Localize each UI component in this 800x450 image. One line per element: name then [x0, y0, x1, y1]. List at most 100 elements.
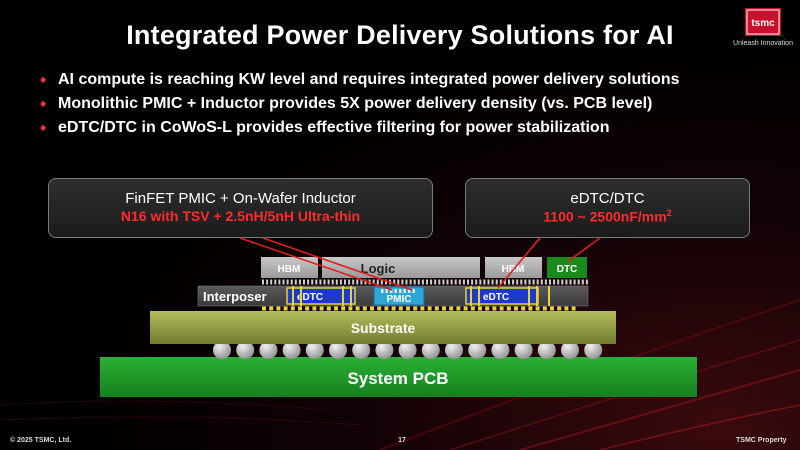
callout-pmic-title: FinFET PMIC + On-Wafer Inductor	[125, 190, 356, 207]
micro-bump	[327, 279, 330, 285]
bga-ball	[305, 341, 324, 359]
bga-ball	[352, 341, 371, 359]
c4-bump	[528, 306, 533, 311]
callout-dtc-value: 1100 ~ 2500nF/mm	[543, 208, 667, 225]
c4-bump	[542, 306, 547, 311]
hbm-right	[485, 257, 542, 278]
micro-bump	[557, 279, 560, 285]
c4-bump	[499, 306, 504, 311]
coil-turn	[399, 289, 402, 293]
c4-bump	[377, 306, 382, 311]
micro-bump	[380, 279, 383, 285]
c4-bump	[550, 306, 554, 311]
micro-bump	[467, 279, 469, 285]
tsv-vias	[292, 286, 550, 306]
tsv-via	[478, 286, 480, 306]
bga-ball	[329, 341, 347, 359]
micro-bump	[274, 279, 277, 285]
c4-bump	[463, 306, 468, 311]
c4-bump	[564, 306, 569, 311]
bga-ball	[468, 341, 487, 359]
micro-bump	[450, 279, 453, 285]
bga-solder-balls	[213, 341, 603, 359]
slide-title: Integrated Power Delivery Solutions for …	[126, 20, 674, 50]
micro-bump	[442, 279, 445, 285]
bga-ball	[398, 341, 417, 359]
coil-turn	[408, 289, 411, 293]
micro-bump	[553, 279, 556, 285]
bullet-item: AI compute is reaching KW level and requ…	[40, 70, 780, 94]
logo-tagline: Unleash Innovation	[733, 40, 793, 47]
c4-bumps	[262, 306, 576, 311]
svg-text:tsmc: tsmc	[751, 18, 775, 29]
c4-bump	[362, 306, 367, 311]
pmic-inductor-coil	[381, 289, 415, 293]
c4-bump	[470, 306, 475, 311]
micro-bump	[581, 279, 584, 285]
hbm-left	[261, 257, 318, 278]
bga-ball	[259, 341, 278, 359]
c4-bump	[341, 306, 346, 311]
tsmc-logo: tsmc Unleash Innovation	[731, 6, 795, 58]
c4-bump	[413, 306, 418, 311]
callout-dtc-superscript: 2	[666, 208, 672, 218]
c4-bump	[334, 306, 338, 311]
micro-bump	[577, 279, 580, 285]
c4-bump	[492, 306, 497, 311]
micro-bump	[278, 279, 281, 285]
micro-bump	[339, 279, 342, 285]
micro-bump	[573, 279, 576, 285]
c4-bump	[305, 306, 310, 311]
bga-ball	[236, 341, 255, 359]
micro-bump	[430, 279, 433, 285]
micro-bump	[397, 279, 400, 285]
tsv-via	[548, 286, 550, 306]
c4-bump	[571, 306, 576, 311]
micro-bump	[307, 279, 310, 285]
micro-bump	[458, 279, 461, 285]
micro-bump	[319, 279, 322, 285]
micro-bump	[569, 279, 572, 285]
micro-bump	[483, 279, 486, 285]
tsv-via	[342, 286, 344, 306]
micro-bump	[356, 279, 359, 285]
c4-bump	[485, 306, 490, 311]
micro-bump	[266, 279, 269, 285]
callout-pointer-right-dtc	[566, 237, 601, 263]
micro-bump	[352, 279, 355, 285]
micro-bump	[475, 279, 478, 285]
micro-bump	[298, 279, 301, 285]
footer-property: TSMC Property	[736, 437, 787, 444]
tsv-via	[528, 286, 530, 306]
dtc-chip-label: DTC	[557, 264, 578, 275]
c4-bump	[348, 306, 353, 311]
micro-bumps	[262, 279, 588, 285]
substrate-label: Substrate	[351, 320, 416, 336]
c4-bump	[370, 306, 374, 311]
c4-bump	[521, 306, 526, 311]
coil-turn	[390, 289, 393, 293]
micro-bump	[434, 279, 437, 285]
substrate	[150, 311, 616, 344]
c4-bump	[449, 306, 454, 311]
c4-bump	[434, 306, 439, 311]
micro-bump	[512, 279, 515, 285]
logic-die-label: Logic	[361, 261, 396, 276]
coil-turn	[385, 289, 388, 293]
micro-bump	[372, 279, 375, 285]
micro-bump	[462, 279, 465, 285]
c4-bump	[406, 306, 410, 311]
micro-bump	[479, 279, 482, 285]
micro-bump	[544, 279, 547, 285]
callout-dtc: eDTC/DTC 1100 ~ 2500nF/mm2	[465, 178, 750, 238]
tsv-via	[292, 286, 294, 306]
bullet-item: Monolithic PMIC + Inductor provides 5X p…	[40, 94, 780, 118]
hbm-left-label: HBM	[278, 264, 301, 275]
micro-bump	[286, 279, 289, 285]
callout-dtc-spec: 1100 ~ 2500nF/mm2	[466, 208, 749, 225]
c4-bump	[398, 306, 403, 311]
micro-bump	[376, 279, 379, 285]
bga-ball	[491, 341, 510, 359]
bga-ball	[537, 341, 556, 359]
bullet-item: eDTC/DTC in CoWoS-L provides effective f…	[40, 118, 780, 142]
